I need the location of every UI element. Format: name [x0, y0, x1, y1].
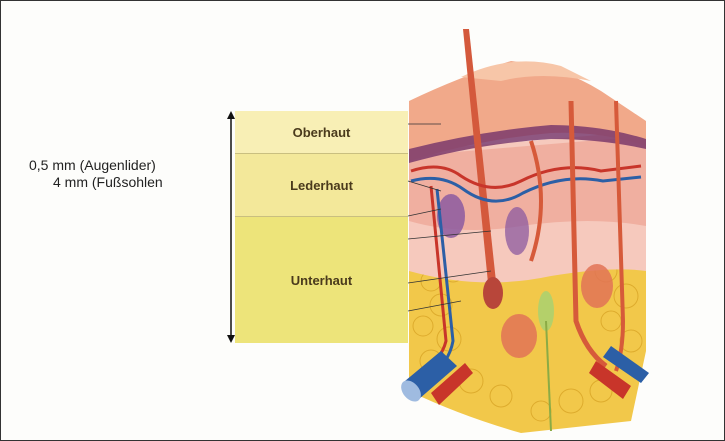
layer-unterhaut: Unterhaut [235, 217, 408, 343]
thickness-soles-label: 4 mm (Fußsohlen [29, 174, 219, 191]
skin-cross-section-illustration [401, 21, 651, 433]
layer-unterhaut-label: Unterhaut [291, 273, 352, 288]
thickness-annotation: 0,5 mm (Augenlider) 4 mm (Fußsohlen [29, 157, 219, 191]
layer-oberhaut-label: Oberhaut [293, 125, 351, 140]
skin-layer-legend: Oberhaut Lederhaut Unterhaut [235, 111, 408, 343]
thickness-eyelids-label: 0,5 mm (Augenlider) [29, 157, 219, 174]
layer-oberhaut: Oberhaut [235, 111, 408, 154]
layer-lederhaut-label: Lederhaut [290, 178, 353, 193]
layer-lederhaut: Lederhaut [235, 154, 408, 217]
